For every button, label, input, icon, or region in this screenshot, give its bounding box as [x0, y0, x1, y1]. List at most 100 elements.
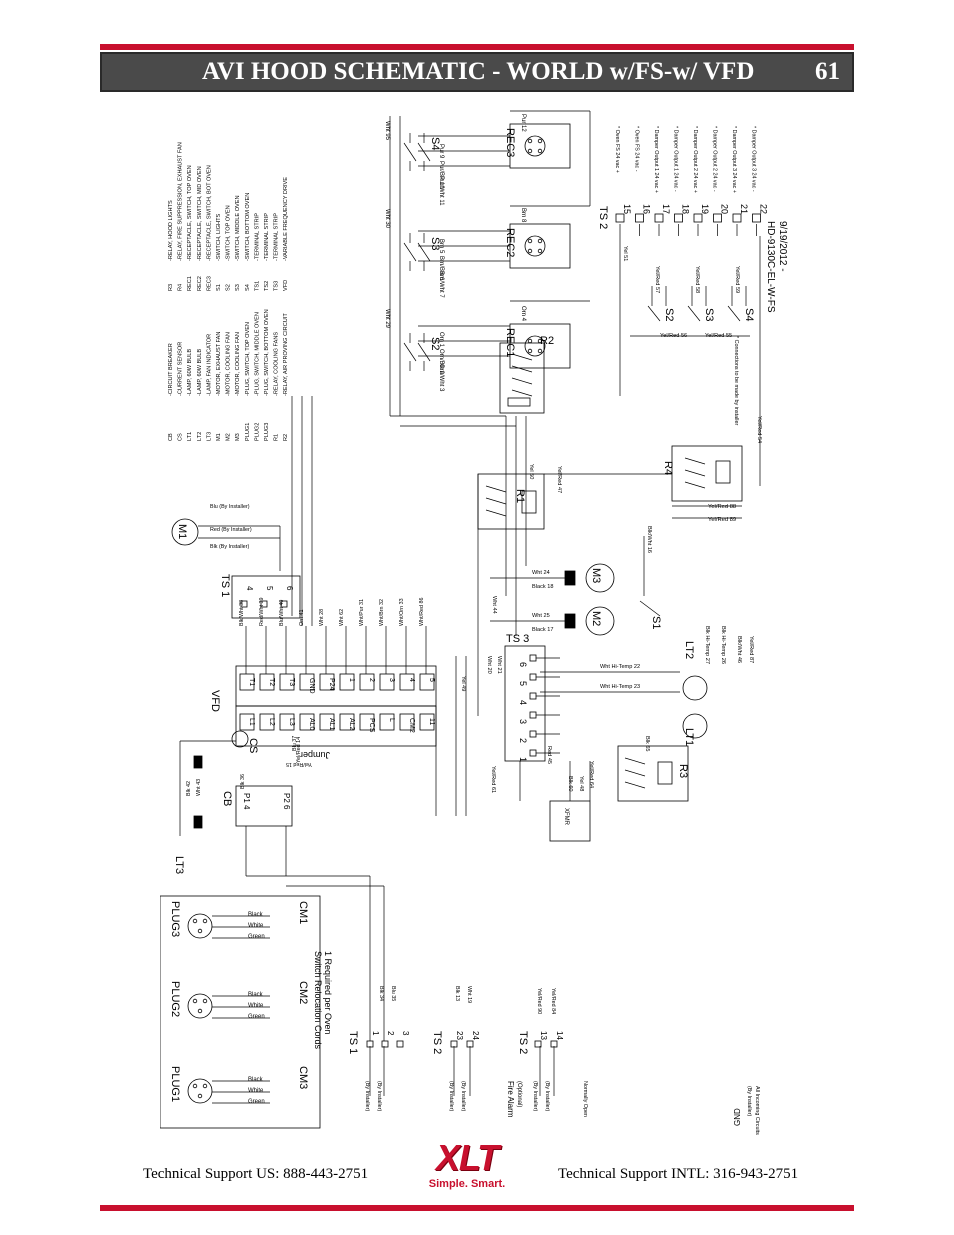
plug-wire-label: Black — [248, 1077, 264, 1083]
switch-blade — [647, 305, 661, 322]
plug-wire-label: Black — [248, 992, 264, 998]
wire-label: Wht 21 — [496, 656, 502, 674]
top-red-rule — [100, 44, 854, 50]
legend-desc: -RELAY, FIRE SUPPRESSION, EXHAUST FAN — [178, 142, 184, 261]
jumper-label: Jumper — [300, 750, 330, 760]
wire-label: Yel 48 — [578, 776, 584, 791]
bottom-ts2a-label: TS 2 — [431, 1031, 443, 1054]
pin — [527, 248, 533, 254]
bottom-ts2b-label: TS 2 — [517, 1031, 529, 1054]
rec2-frame — [509, 223, 571, 269]
legend-code: LT2 — [197, 432, 203, 441]
vfd-term-label: 1 — [348, 678, 355, 682]
wire-label: Wht 62 — [339, 609, 345, 626]
installer-tag: (By Installer) — [460, 1081, 466, 1111]
wire-label: Yel/Red 90 — [536, 988, 542, 1014]
switch-blade — [687, 305, 701, 322]
vfd-terminal — [259, 713, 275, 731]
ts2-term-desc: * Damper Output 2 24 vac - — [712, 126, 718, 192]
legend-code: CS — [178, 433, 184, 441]
vfd-term-label: L1 — [248, 718, 255, 726]
ts2-term-number: 20 — [720, 204, 730, 214]
legend-desc: -PLUG, SWITCH, TOP OVEN — [245, 322, 251, 396]
legend-desc: -RECEPTACLE, SWITCH, BOT OVEN — [206, 165, 212, 261]
bottom-ts2a-terminal — [466, 1040, 474, 1048]
relay-contact — [684, 457, 706, 465]
vfd-terminal — [399, 673, 415, 691]
relay-contact — [485, 485, 507, 493]
legend-desc: -SWITCH, MIDDLE OVEN — [235, 195, 241, 261]
wire-label: Blu/Wht 40 — [279, 600, 285, 626]
legend-desc: -RELAY, AIR PROVING CIRCUIT — [283, 313, 289, 396]
wire-label: Wht Hi-Temp 23 — [600, 684, 640, 690]
ts1-term-number: 5 — [265, 586, 274, 591]
ts2-term-number: 22 — [759, 204, 769, 214]
wire-label: Yel/Red 57 — [654, 266, 660, 293]
plug-wire-label: White — [248, 923, 264, 929]
ts2-terminal — [693, 213, 703, 223]
bottom-ts1-terminal — [381, 1040, 389, 1048]
wire-label: Wht/Orn 33 — [399, 598, 405, 626]
wire-label: Brn 5 — [438, 239, 444, 254]
bottom-ts2a-term: 24 — [471, 1031, 480, 1040]
ts2-term-number: 19 — [700, 204, 710, 214]
wire-label: Blk/Wht 46 — [736, 636, 742, 663]
legend-code: PLUG1 — [245, 423, 251, 441]
cb-pole-2: P2 6 — [282, 793, 291, 810]
pin — [537, 248, 543, 254]
plug-wire-label: White — [248, 1088, 264, 1094]
rec1-frame — [509, 323, 571, 369]
ts1-term-number: 6 — [285, 586, 294, 591]
legend-code: S1 — [216, 284, 222, 291]
ts2-term-desc: * Oven FS 24 vac + — [614, 126, 620, 173]
relay-contact — [684, 481, 706, 489]
pin — [537, 238, 543, 244]
switch-blade — [727, 305, 741, 322]
bottom-ts2a-term: 23 — [455, 1031, 464, 1040]
vfd-term-label: P24 — [328, 678, 335, 691]
wire-label: Blk 36 — [240, 774, 246, 789]
vfd-term-label: L3 — [288, 718, 295, 726]
lt3-plug — [193, 815, 203, 829]
page-title: AVI HOOD SCHEMATIC - WORLD w/FS-w/ VFD — [202, 58, 755, 85]
bottom-ts1-terminal — [366, 1040, 374, 1048]
r1-relay — [477, 473, 545, 530]
relay-contact — [624, 757, 646, 765]
wire-label: Wht 29 — [384, 309, 390, 329]
legend-desc: -PLUG, SWITCH, MIDDLE OVEN — [254, 312, 260, 396]
page-number: 61 — [815, 58, 840, 85]
ts1-terminal — [280, 600, 288, 608]
r1-coil — [521, 490, 537, 514]
vfd-label: VFD — [209, 690, 221, 712]
pin — [202, 918, 208, 924]
cm1-label: CM1 — [297, 901, 309, 924]
bottom-ts2a-terminal — [450, 1040, 458, 1048]
ts3-term-number: 5 — [518, 681, 528, 686]
vfd-terminal — [299, 673, 315, 691]
relocation-title: Switch Relocation Cords — [313, 951, 323, 1050]
wire-label: Brn 8 — [520, 208, 526, 223]
r4-coil — [715, 460, 731, 484]
wire-label: Yel 50 — [528, 464, 534, 479]
ts2-term-number: 17 — [661, 204, 671, 214]
relay-contact — [485, 497, 507, 505]
wire-label: Yel/Red 14 — [296, 737, 302, 763]
wire-label: Brn/Wht 7 — [438, 271, 444, 298]
vfd-term-label: AL0 — [308, 718, 315, 731]
pin — [192, 918, 198, 924]
lt2-label: LT2 — [683, 641, 695, 659]
wire-label: Brn/Blk 6 — [438, 256, 444, 281]
wire-label: Pur/Blk 10 — [438, 161, 444, 189]
bottom-ts1-term: 1 — [371, 1031, 380, 1036]
lt3-label: LT3 — [173, 856, 185, 874]
wire-label: Orn 4 — [520, 306, 526, 322]
lt1-label: LT1 — [683, 728, 695, 746]
plug-wire-label: Green — [248, 1099, 265, 1105]
legend-desc: -LAMP, FAN INDICATOR — [206, 334, 212, 396]
wire-label: Blu 37 — [292, 736, 298, 751]
lt2-lamp — [682, 675, 708, 701]
legend-code: LT1 — [187, 432, 193, 441]
vfd-terminal — [339, 713, 355, 731]
wire-label: Wht Hi-Temp 22 — [600, 664, 640, 670]
